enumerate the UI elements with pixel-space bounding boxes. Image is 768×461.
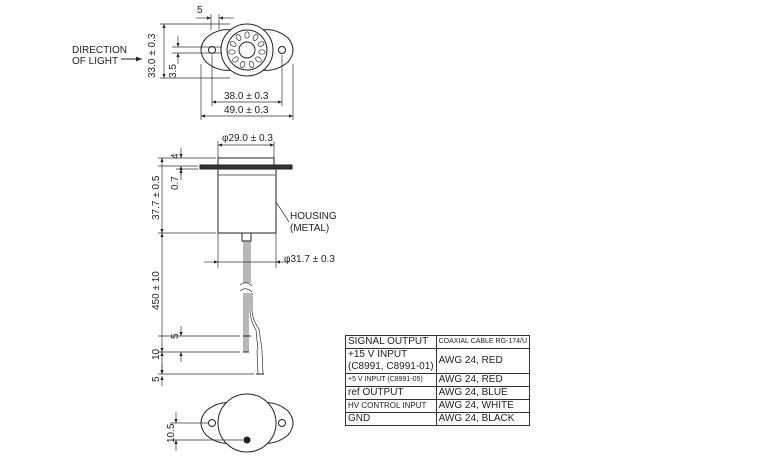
table-row: SIGNAL OUTPUT COAXIAL CABLE RG-174/U <box>345 335 531 349</box>
signal-cell: ref OUTPUT <box>345 386 437 400</box>
cable-cell: AWG 24, RED <box>435 348 531 374</box>
dim-cable-diameter: φ31.7 ± 0.3 <box>284 254 335 265</box>
direction-label-line2: OF LIGHT <box>72 56 118 67</box>
bottom-view: 10.5 <box>166 393 294 453</box>
signal-text: +15 V INPUT <box>348 349 408 360</box>
cable-cell: AWG 24, BLACK <box>435 412 531 426</box>
top-mount-hole-left <box>208 46 216 54</box>
table-row: +15 V INPUT(C8991, C8991-01) AWG 24, RED <box>345 348 531 374</box>
dim-width: 49.0 ± 0.3 <box>224 105 269 116</box>
cable-cell: COAXIAL CABLE RG-174/U <box>435 335 531 349</box>
housing-leader <box>275 201 290 223</box>
side-view: φ29.0 ± 0.3 4 0.7 37.7 ± 0.5 450 ± 10 5 … <box>151 133 337 386</box>
dim-offset: 10.5 <box>166 423 177 443</box>
dim-pin-pitch: 5 <box>197 5 203 16</box>
side-cables <box>239 241 264 375</box>
dim-step: 0.7 <box>170 176 181 190</box>
table-row: GND AWG 24, BLACK <box>345 412 531 426</box>
table-row: ref OUTPUT AWG 24, BLUE <box>345 386 531 400</box>
dim-diameter-top: φ29.0 ± 0.3 <box>222 133 273 144</box>
side-cable-exit <box>241 232 252 242</box>
top-socket-outer <box>220 23 274 77</box>
bottom-mount-hole-left <box>208 419 216 427</box>
side-flange <box>199 164 293 170</box>
cable-cell: AWG 24, BLUE <box>435 386 531 400</box>
side-housing <box>217 168 277 234</box>
direction-label-line1: DIRECTION <box>72 45 127 56</box>
wiring-table: SIGNAL OUTPUT COAXIAL CABLE RG-174/U +15… <box>345 335 531 426</box>
dim-lead: 10 <box>151 348 162 360</box>
bottom-body-circle <box>217 393 277 453</box>
dim-cable-length: 450 ± 10 <box>151 271 162 310</box>
bottom-mount-hole-right <box>278 419 286 427</box>
dim-mount: 38.0 ± 0.3 <box>224 91 269 102</box>
top-socket-inner <box>226 29 268 71</box>
dim-end: 5 <box>151 376 162 382</box>
table-row: +5 V INPUT (C8991-05) AWG 24, RED <box>345 373 531 387</box>
cable-cell: AWG 24, WHITE <box>435 399 531 413</box>
top-socket-center <box>238 41 256 59</box>
cable-cell: AWG 24, RED <box>435 373 531 387</box>
top-mount-hole-right <box>278 46 286 54</box>
top-socket-pins <box>228 31 266 68</box>
dim-strip: 5 <box>170 333 181 339</box>
top-view: 5 33.0 ± 0.3 3.5 DIRECTION OF LIGHT 38.0… <box>72 5 294 120</box>
signal-cell: GND <box>345 412 437 426</box>
housing-label-line1: HOUSING <box>290 211 337 222</box>
housing-label-line2: (METAL) <box>290 223 329 234</box>
signal-cell: SIGNAL OUTPUT <box>345 335 437 349</box>
bottom-cable-exit <box>243 436 251 444</box>
signal-text-detail: (C8991, C8991-01) <box>348 361 434 372</box>
dim-body: 37.7 ± 0.5 <box>151 175 162 220</box>
dim-height: 33.0 ± 0.3 <box>147 33 158 78</box>
signal-cell: HV CONTROL INPUT <box>345 399 437 413</box>
dim-flange: 4 <box>170 153 181 159</box>
dim-inner: 3.5 <box>168 64 179 78</box>
table-row: HV CONTROL INPUT AWG 24, WHITE <box>345 399 531 413</box>
signal-cell: +5 V INPUT (C8991-05) <box>345 373 437 387</box>
signal-cell: +15 V INPUT(C8991, C8991-01) <box>345 348 437 374</box>
